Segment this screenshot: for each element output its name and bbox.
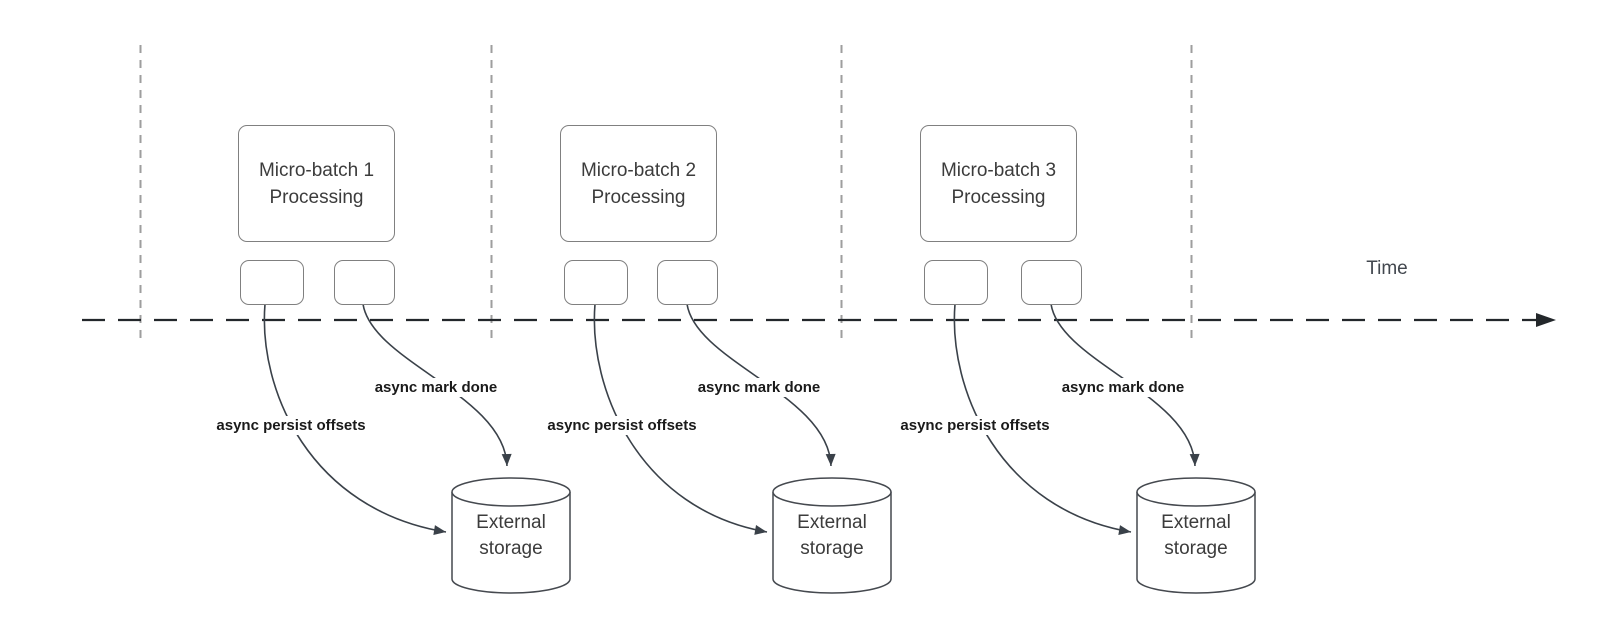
mark-done-label-2: async mark done xyxy=(692,378,826,397)
persist-offsets-label-3: async persist offsets xyxy=(895,416,1055,435)
micro-batch-1-task-box-left xyxy=(240,260,304,305)
time-axis-label: Time xyxy=(1366,258,1408,279)
external-storage-label-3: External storage xyxy=(1161,512,1231,559)
persist-offsets-arrow-1 xyxy=(263,303,447,536)
micro-batch-2-task-box-left xyxy=(564,260,628,305)
storage-cylinder-1 xyxy=(451,477,571,594)
micro-batch-1-task-box-right xyxy=(334,260,395,305)
micro-batch-3-processing-box: Micro-batch 3 Processing xyxy=(920,125,1077,242)
mark-done-label-3: async mark done xyxy=(1056,378,1190,397)
persist-offsets-label-2: async persist offsets xyxy=(542,416,702,435)
external-storage-label-1: External storage xyxy=(476,512,546,559)
micro-batch-2-task-box-right xyxy=(657,260,718,305)
micro-batch-1-processing-box: Micro-batch 1 Processing xyxy=(238,125,395,242)
storage-cylinder-2 xyxy=(772,477,892,594)
storage-cylinder-3 xyxy=(1136,477,1256,594)
persist-offsets-arrow-2 xyxy=(593,303,768,535)
external-storage-label-2: External storage xyxy=(797,512,867,559)
micro-batch-2-processing-box: Micro-batch 2 Processing xyxy=(560,125,717,242)
micro-batch-3-task-box-left xyxy=(924,260,988,305)
persist-offsets-label-1: async persist offsets xyxy=(211,416,371,435)
persist-offsets-arrow-3 xyxy=(953,303,1132,535)
mark-done-label-1: async mark done xyxy=(369,378,503,397)
micro-batch-3-task-box-right xyxy=(1021,260,1082,305)
